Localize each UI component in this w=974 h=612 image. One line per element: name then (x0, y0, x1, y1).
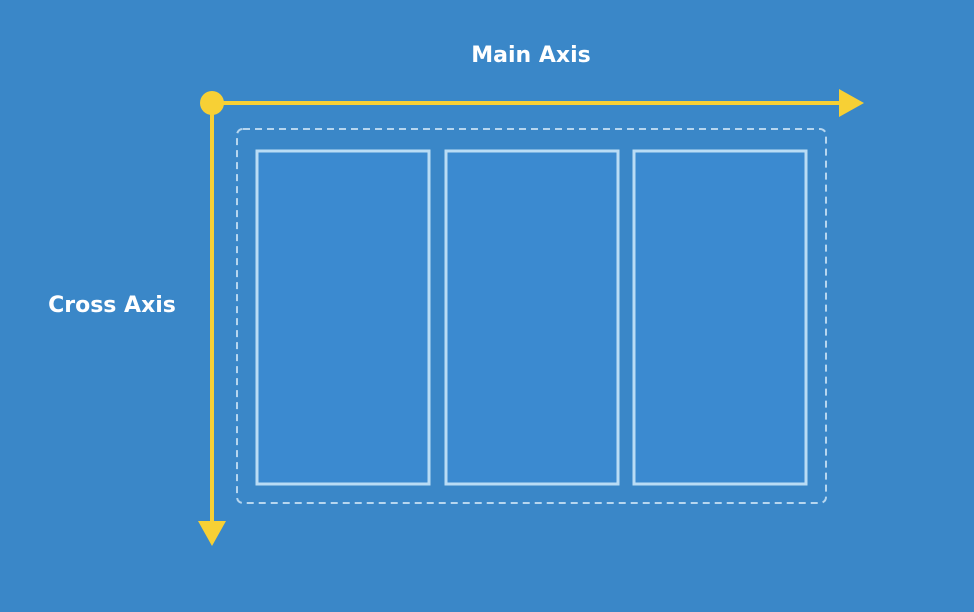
flex-container-outline (236, 128, 827, 504)
main-axis-arrowhead (839, 89, 864, 117)
cross-axis-label: Cross Axis (48, 293, 176, 318)
flex-item-3 (632, 149, 808, 486)
cross-axis-arrowhead (198, 521, 226, 546)
main-axis-label: Main Axis (471, 43, 591, 68)
axis-origin-dot (200, 91, 224, 115)
flex-item-2 (444, 149, 620, 486)
flex-item-1 (255, 149, 431, 486)
